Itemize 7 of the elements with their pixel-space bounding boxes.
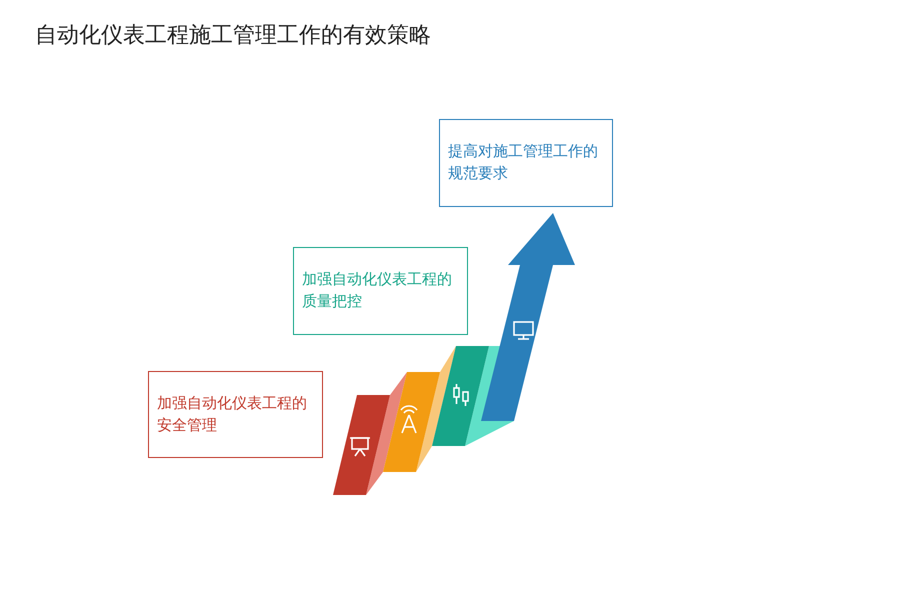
box-text: 加强自动化仪表工程的质量把控 [302, 269, 453, 312]
text-box [293, 247, 468, 335]
title: 自动化仪表工程施工管理工作的有效策略 [35, 22, 431, 50]
text-box [148, 371, 323, 458]
text-box [439, 119, 613, 207]
box-text: 加强自动化仪表工程的安全管理 [157, 393, 308, 436]
box-text: 提高对施工管理工作的规范要求 [448, 141, 599, 184]
